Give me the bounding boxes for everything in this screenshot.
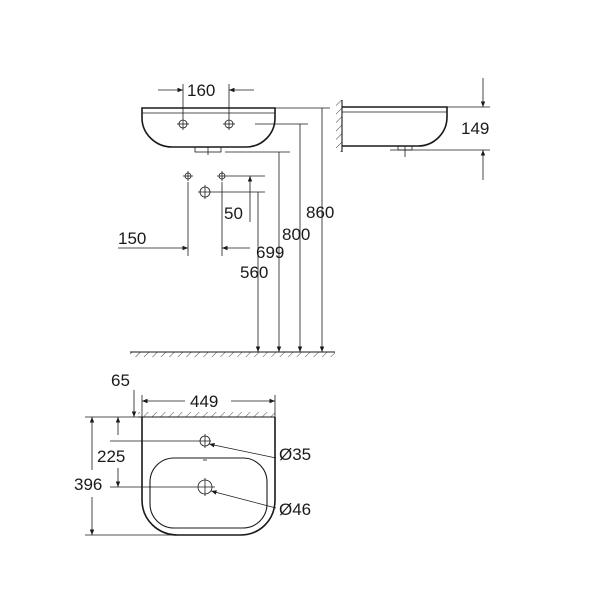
dim-wall-gap: 65	[111, 371, 137, 417]
dim-fixing-offset: 50	[224, 176, 253, 223]
dim-height-top-label: 800	[282, 225, 310, 244]
dim-wall-gap-label: 65	[111, 371, 130, 390]
basin-side-outline	[342, 106, 448, 147]
fixing-points	[183, 171, 265, 199]
dim-waste-distance-label: 225	[97, 447, 125, 466]
dim-basin-width: 449	[141, 392, 276, 417]
dim-waste-offset-label: 150	[118, 229, 146, 248]
dim-side-depth-label: 149	[461, 119, 489, 138]
wall-side	[336, 100, 343, 152]
tap-hole-left	[177, 118, 189, 130]
dim-height-waste-label: 560	[240, 263, 268, 282]
dim-waste-diameter-label: Ø46	[279, 500, 311, 519]
dim-waste-offset: 150	[118, 182, 250, 256]
basin-front-outline	[141, 107, 276, 148]
dim-height-rim: 860	[306, 108, 334, 352]
dim-waste-distance: 225	[97, 417, 125, 487]
waste-plan	[110, 478, 215, 496]
dim-fixing-offset-label: 50	[224, 204, 243, 223]
dim-height-fixing-label: 699	[256, 243, 284, 262]
dim-tap-spacing-label: 160	[187, 81, 215, 100]
dim-height-top: 800	[282, 124, 310, 352]
dim-basin-projection-label: 396	[74, 475, 102, 494]
floor	[130, 351, 335, 357]
dim-tap-hole-diameter: Ø35	[208, 442, 311, 464]
dim-side-depth: 149	[420, 78, 490, 180]
basin-plan-outline	[141, 417, 276, 536]
plan-view: 65 449 Ø35 Ø46 225	[74, 371, 311, 536]
front-elevation: 160 50 150	[118, 81, 335, 357]
dim-height-fixing: 699	[256, 152, 284, 352]
dim-tap-spacing: 160	[158, 81, 254, 118]
basin-bowl-inner	[149, 457, 268, 529]
dim-tap-hole-diameter-label: Ø35	[279, 445, 311, 464]
dim-basin-width-label: 449	[190, 392, 218, 411]
dim-basin-projection: 396	[74, 416, 178, 536]
wall-plan	[138, 412, 275, 418]
side-elevation: 149	[336, 78, 490, 180]
dim-height-waste: 560	[240, 192, 268, 352]
dim-height-rim-label: 860	[306, 203, 334, 222]
tap-hole-right	[223, 118, 235, 130]
dim-waste-diameter: Ø46	[210, 490, 311, 519]
tap-hole-plan	[110, 434, 211, 448]
